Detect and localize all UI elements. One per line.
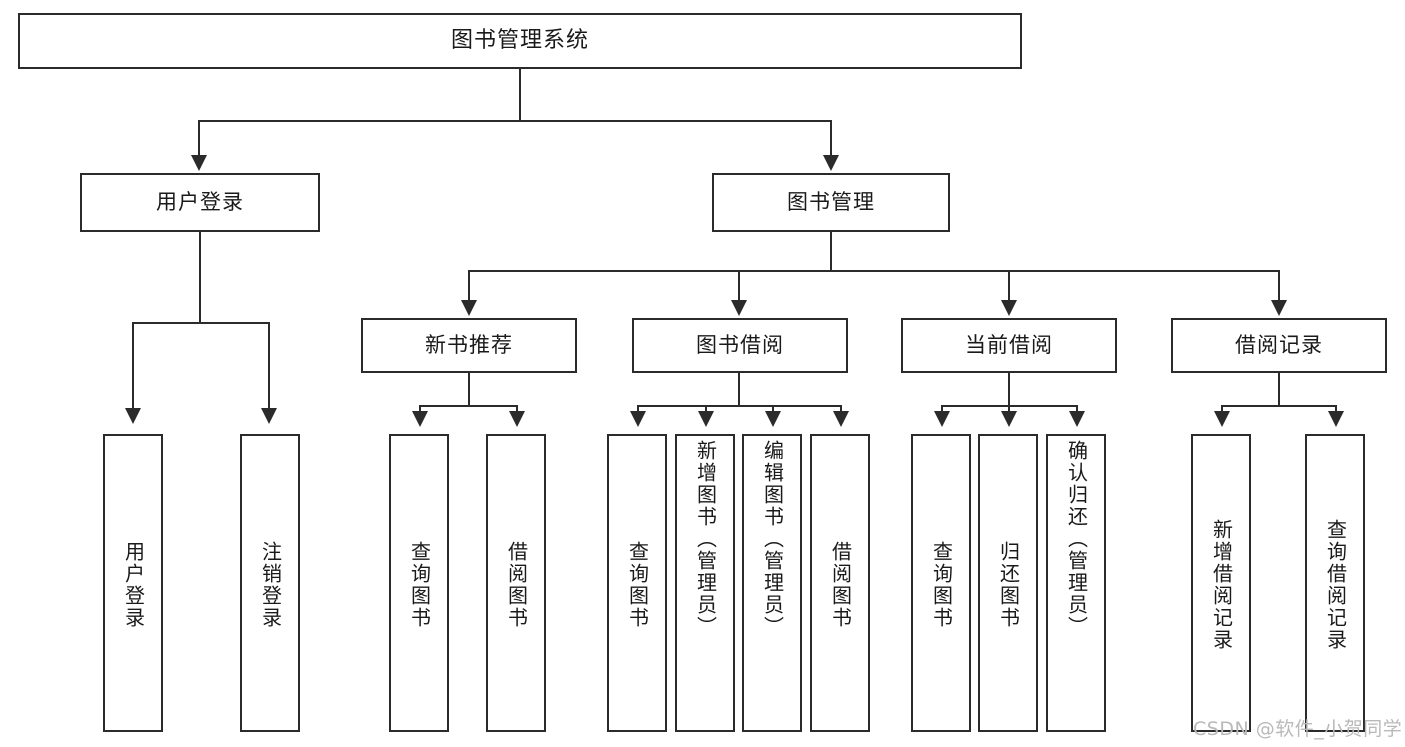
arrow-bookmgmt-to-n3 — [1001, 300, 1017, 316]
node-user-login[interactable]: 用户登录 — [80, 173, 320, 232]
node-label: 编辑图书（管理员） — [760, 440, 785, 638]
arrow-bookmgmt-to-n1 — [461, 300, 477, 316]
edge-current-to-leaf1 — [941, 405, 943, 415]
node-current-borrow[interactable]: 当前借阅 — [901, 318, 1117, 373]
arrow-borrow-to-leaf1 — [630, 411, 646, 427]
node-root-system[interactable]: 图书管理系统 — [18, 13, 1022, 69]
node-label: 查询借阅记录 — [1323, 519, 1348, 651]
node-new-book-recommend[interactable]: 新书推荐 — [361, 318, 577, 373]
arrow-borrow-to-leaf2 — [698, 411, 714, 427]
edge-bookmgmt-to-n1 — [468, 270, 470, 304]
leaf-return-book[interactable]: 归还图书 — [978, 434, 1038, 732]
node-label: 图书管理系统 — [450, 28, 589, 54]
leaf-borrow-book[interactable]: 借阅图书 — [810, 434, 870, 732]
watermark-text: CSDN @软件_小贺同学 — [1193, 718, 1403, 740]
node-label: 图书管理 — [787, 190, 875, 215]
node-label: 当前借阅 — [965, 333, 1053, 358]
node-label: 确认归还（管理员） — [1064, 440, 1089, 638]
edge-borrow-to-leaf3 — [772, 405, 774, 415]
leaf-borrow-book-recommend[interactable]: 借阅图书 — [486, 434, 546, 732]
edge-root-to-login — [198, 120, 200, 158]
leaf-edit-book-admin[interactable]: 编辑图书（管理员） — [742, 434, 802, 732]
edge-recommend-bus — [419, 405, 518, 407]
edge-record-stem — [1278, 373, 1280, 405]
arrow-recommend-to-leaf2 — [509, 411, 525, 427]
leaf-logout[interactable]: 注销登录 — [240, 434, 300, 732]
leaf-user-login[interactable]: 用户登录 — [103, 434, 163, 732]
edge-login-bus — [132, 322, 268, 324]
node-book-management[interactable]: 图书管理 — [712, 173, 950, 232]
leaf-query-book-current[interactable]: 查询图书 — [911, 434, 971, 732]
leaf-add-book-admin[interactable]: 新增图书（管理员） — [675, 434, 735, 732]
arrow-bookmgmt-to-n4 — [1271, 300, 1287, 316]
arrow-current-to-leaf2 — [1001, 411, 1017, 427]
edge-borrow-bus — [637, 405, 841, 407]
leaf-query-borrow-record[interactable]: 查询借阅记录 — [1305, 434, 1365, 732]
node-label: 借阅图书 — [828, 541, 853, 629]
arrow-root-to-login — [191, 155, 207, 171]
node-label: 查询图书 — [407, 541, 432, 629]
leaf-add-borrow-record[interactable]: 新增借阅记录 — [1191, 434, 1251, 732]
node-label: 查询图书 — [929, 541, 954, 629]
leaf-query-book-recommend[interactable]: 查询图书 — [389, 434, 449, 732]
edge-current-to-leaf2 — [1008, 405, 1010, 415]
edge-record-to-leaf1 — [1221, 405, 1223, 415]
edge-current-stem — [1008, 373, 1010, 405]
node-label: 用户登录 — [156, 190, 244, 215]
edge-recommend-stem — [468, 373, 470, 405]
node-label: 新增借阅记录 — [1209, 519, 1234, 651]
edge-login-to-leaf1 — [132, 322, 134, 412]
leaf-confirm-return-admin[interactable]: 确认归还（管理员） — [1046, 434, 1106, 732]
edge-root-bus — [198, 120, 832, 122]
node-label: 图书借阅 — [696, 333, 784, 358]
node-book-borrow[interactable]: 图书借阅 — [632, 318, 848, 373]
arrow-recommend-to-leaf1 — [412, 411, 428, 427]
node-label: 查询图书 — [625, 541, 650, 629]
node-label: 归还图书 — [996, 541, 1021, 629]
edge-bookmgmt-bus — [468, 270, 1279, 272]
arrow-bookmgmt-to-n2 — [731, 300, 747, 316]
edge-login-stem — [199, 232, 201, 322]
edge-borrow-to-leaf4 — [840, 405, 842, 415]
node-label: 注销登录 — [258, 541, 283, 629]
edge-bookmgmt-to-n2 — [738, 270, 740, 304]
arrow-login-to-leaf2 — [261, 408, 277, 424]
edge-record-bus — [1221, 405, 1337, 407]
arrow-current-to-leaf1 — [934, 411, 950, 427]
edge-recommend-to-leaf1 — [419, 405, 421, 415]
edge-borrow-to-leaf2 — [705, 405, 707, 415]
node-label: 新书推荐 — [425, 333, 513, 358]
edge-root-stem — [519, 69, 521, 120]
edge-record-to-leaf2 — [1335, 405, 1337, 415]
edge-login-to-leaf2 — [268, 322, 270, 412]
leaf-query-book-borrow[interactable]: 查询图书 — [607, 434, 667, 732]
arrow-borrow-to-leaf3 — [765, 411, 781, 427]
arrow-record-to-leaf2 — [1328, 411, 1344, 427]
edge-bookmgmt-stem — [830, 232, 832, 270]
edge-root-to-bookmgmt — [830, 120, 832, 158]
edge-recommend-to-leaf2 — [516, 405, 518, 415]
arrow-current-to-leaf3 — [1069, 411, 1085, 427]
node-borrow-record[interactable]: 借阅记录 — [1171, 318, 1387, 373]
edge-borrow-to-leaf1 — [637, 405, 639, 415]
edge-bookmgmt-to-n4 — [1278, 270, 1280, 304]
node-label: 用户登录 — [121, 541, 146, 629]
arrow-record-to-leaf1 — [1214, 411, 1230, 427]
arrow-login-to-leaf1 — [125, 408, 141, 424]
arrow-borrow-to-leaf4 — [833, 411, 849, 427]
node-label: 借阅图书 — [504, 541, 529, 629]
node-label: 借阅记录 — [1235, 333, 1323, 358]
edge-bookmgmt-to-n3 — [1008, 270, 1010, 304]
edge-borrow-stem — [738, 373, 740, 405]
edge-current-to-leaf3 — [1076, 405, 1078, 415]
node-label: 新增图书（管理员） — [693, 440, 718, 638]
arrow-root-to-bookmgmt — [823, 155, 839, 171]
